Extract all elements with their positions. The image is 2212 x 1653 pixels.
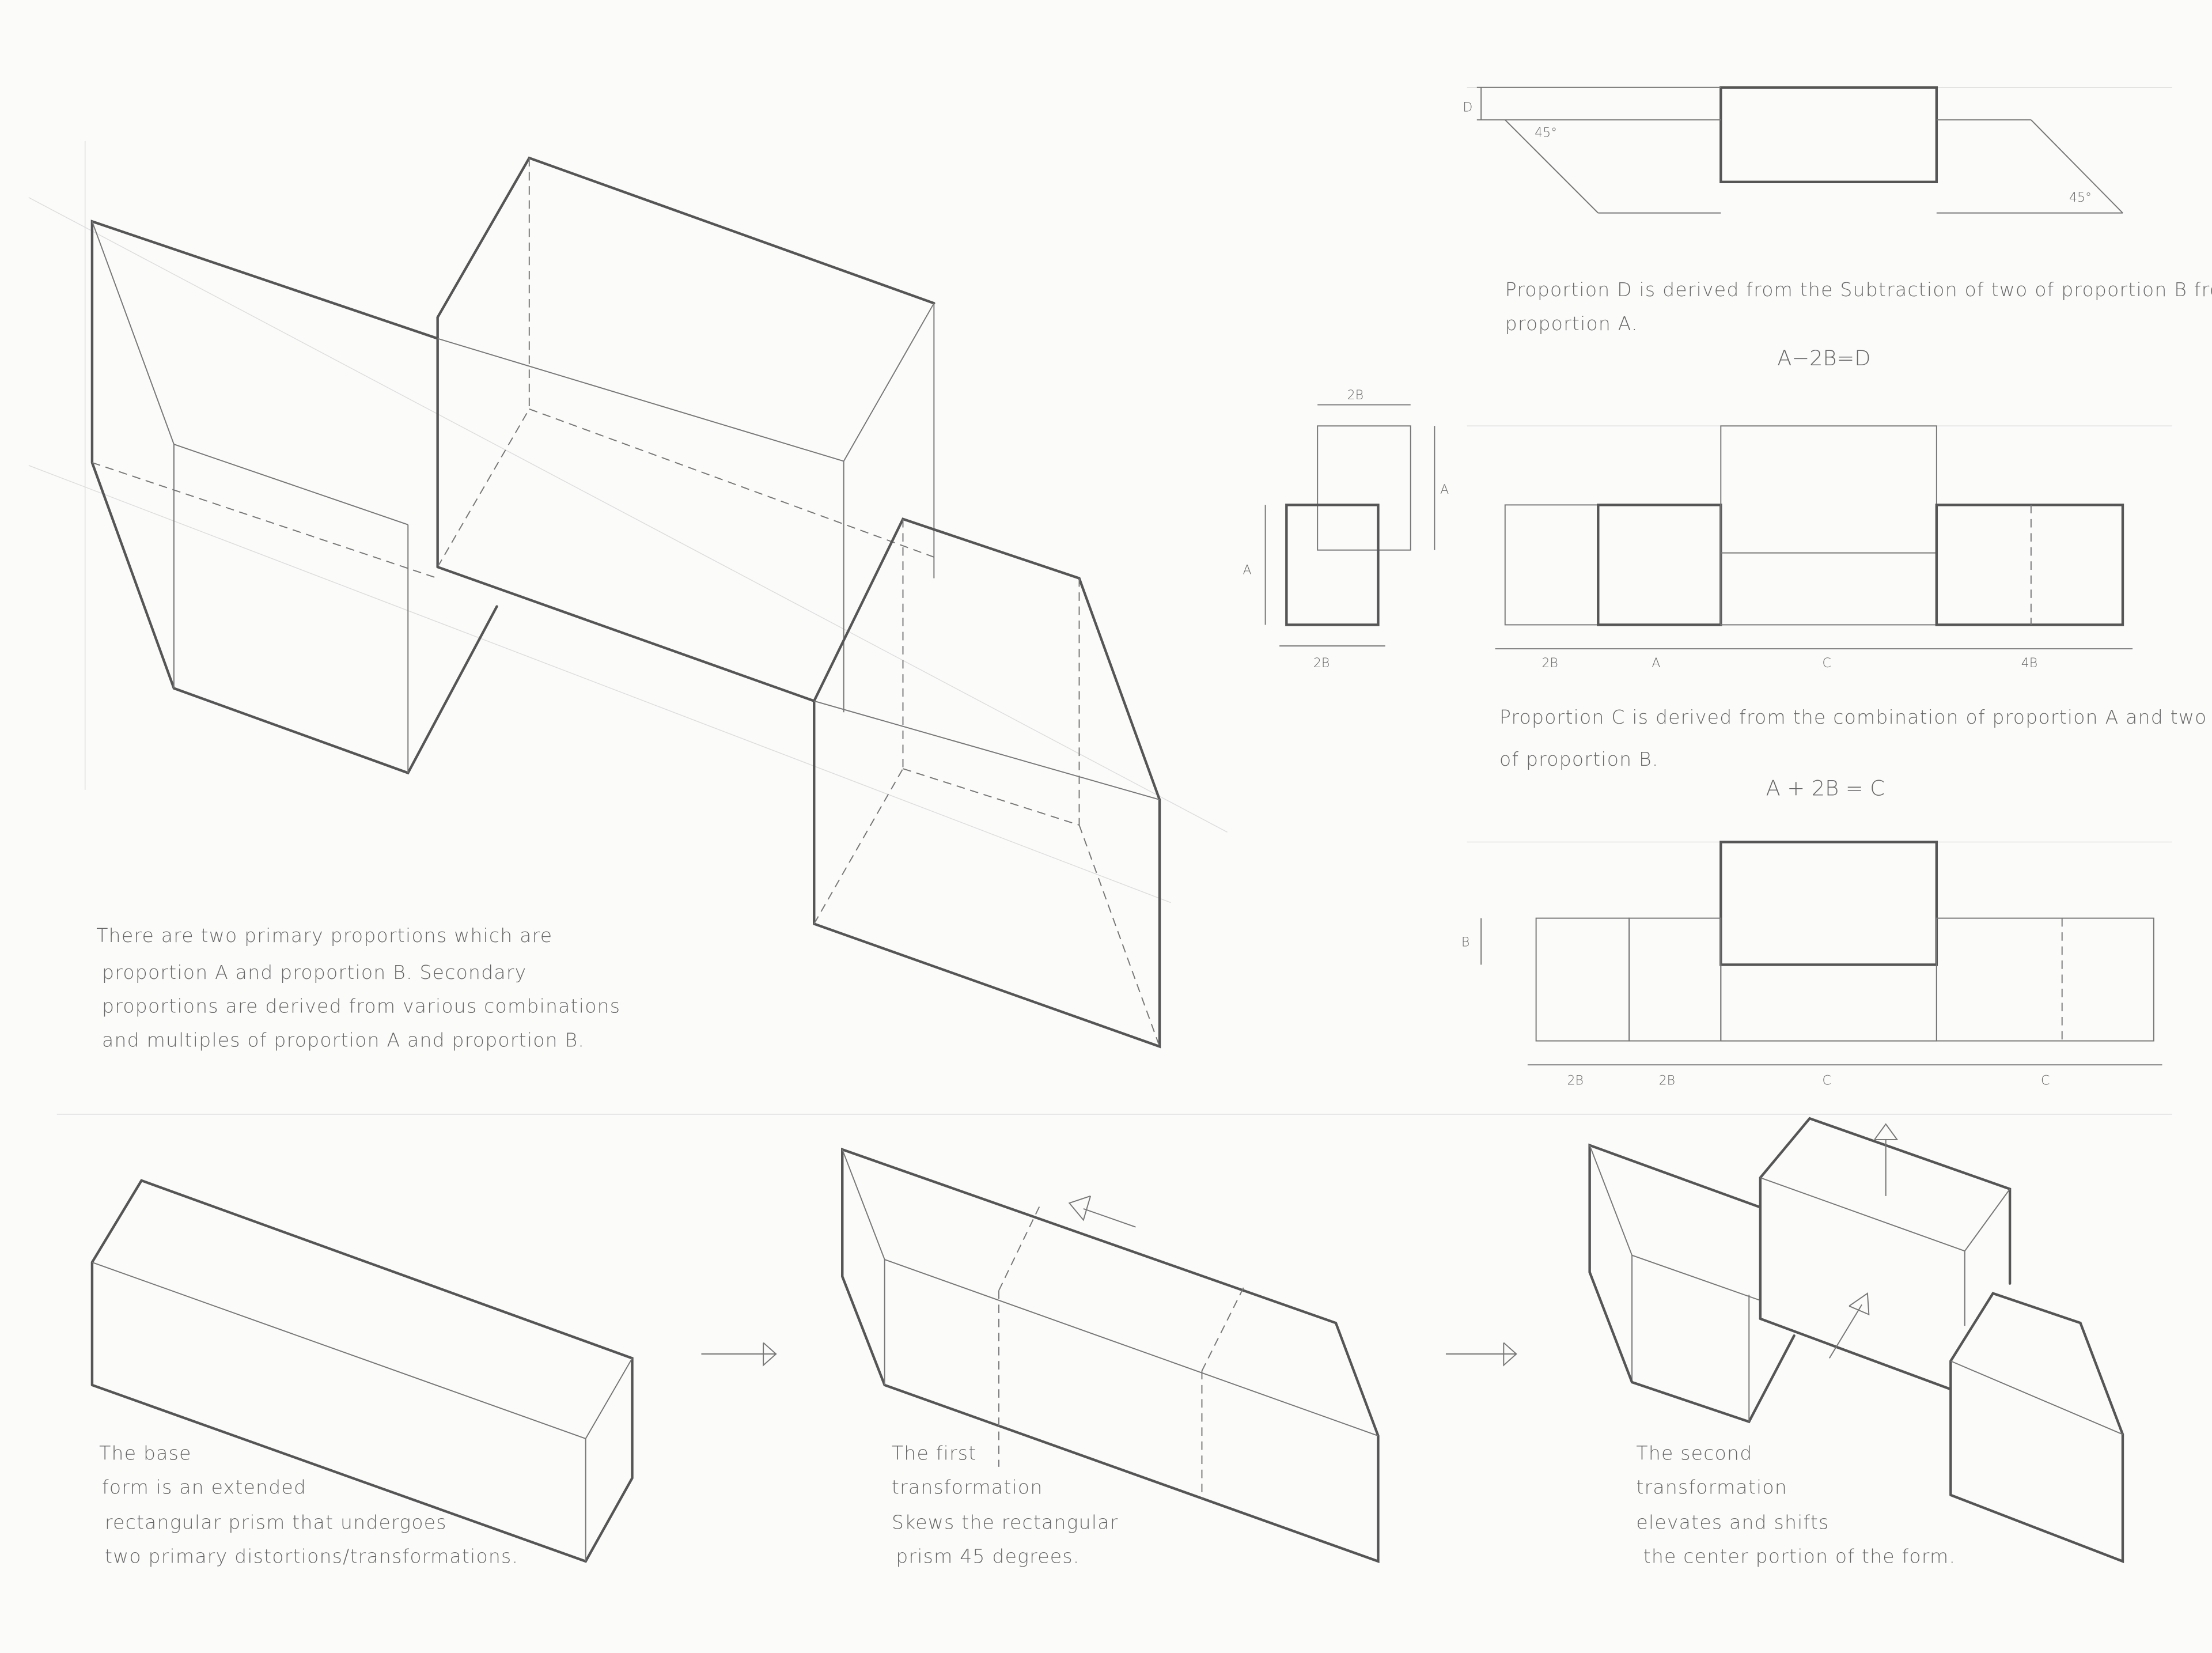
arrow-diagonal-icon [1828, 1292, 1870, 1359]
text-label: proportion A and proportion B. Secondary [102, 961, 527, 984]
text-label: A [1243, 563, 1251, 577]
text-label: 2B [1567, 1073, 1583, 1088]
text-label: The second [1636, 1442, 1752, 1465]
text-label: The first [892, 1442, 977, 1465]
arrow-right-icon [701, 1342, 777, 1367]
text-label: C [2041, 1073, 2050, 1088]
text-label: The base [99, 1442, 191, 1465]
text-label: Proportion D is derived from the Subtrac… [1505, 278, 2212, 301]
text-label: A + 2B = C [1766, 776, 1885, 801]
step-base-form: The base form is an extended rectangular… [90, 1179, 634, 1567]
step-first-transformation: The first transformation Skews the recta… [841, 1147, 1380, 1567]
text-label: rectangular prism that undergoes [105, 1511, 447, 1534]
arrow-left-icon [1068, 1195, 1136, 1228]
text-label: transformation [1636, 1476, 1787, 1498]
proportion-c-diagram: 2B A A 2B 2B A C 4B Proportion C is deri… [1243, 388, 2207, 801]
text-label: 45° [1535, 126, 1557, 140]
arrow-up-icon [1874, 1123, 1899, 1196]
main-isometric-form [90, 156, 1161, 1049]
text-label: C [1823, 656, 1831, 671]
construction-lines [28, 87, 2172, 1115]
proportion-b-diagram: B 2B 2B C C [1461, 841, 2162, 1088]
text-label: form is an extended [102, 1476, 306, 1498]
step-second-transformation: The second transformation elevates and s… [1588, 1117, 2124, 1567]
text-label: the center portion of the form. [1643, 1545, 1956, 1567]
text-label: proportion A. [1505, 312, 1638, 335]
text-label: 2B [1313, 656, 1330, 671]
text-label: 2B [1659, 1073, 1675, 1088]
text-label: proportions are derived from various com… [102, 995, 620, 1017]
text-label: A−2B=D [1777, 346, 1870, 370]
text-label: 4B [2021, 656, 2037, 671]
text-label: There are two primary proportions which … [96, 924, 552, 947]
text-label: two primary distortions/transformations. [105, 1545, 518, 1567]
text-label: Skews the rectangular [892, 1511, 1119, 1534]
text-label: of proportion B. [1499, 748, 1659, 770]
text-label: Proportion C is derived from the combina… [1499, 706, 2207, 728]
text-label: A [1652, 656, 1660, 671]
text-label: prism 45 degrees. [896, 1545, 1080, 1567]
arrow-right-icon [1445, 1342, 1517, 1367]
text-label: 2B [1541, 656, 1558, 671]
text-label: 2B [1347, 388, 1363, 403]
text-label: B [1461, 936, 1469, 950]
text-label: 45° [2069, 191, 2092, 205]
text-label: and multiples of proportion A and propor… [102, 1028, 585, 1051]
text-label: transformation [892, 1476, 1043, 1498]
text-label: elevates and shifts [1636, 1511, 1829, 1534]
text-label: C [1823, 1073, 1831, 1088]
text-label: D [1463, 100, 1472, 115]
proportion-d-diagram: D 45° 45° Proportion D is derived from t… [1463, 86, 2212, 370]
text-label: A [1440, 483, 1449, 497]
intro-text: There are two primary proportions which … [96, 924, 620, 1051]
